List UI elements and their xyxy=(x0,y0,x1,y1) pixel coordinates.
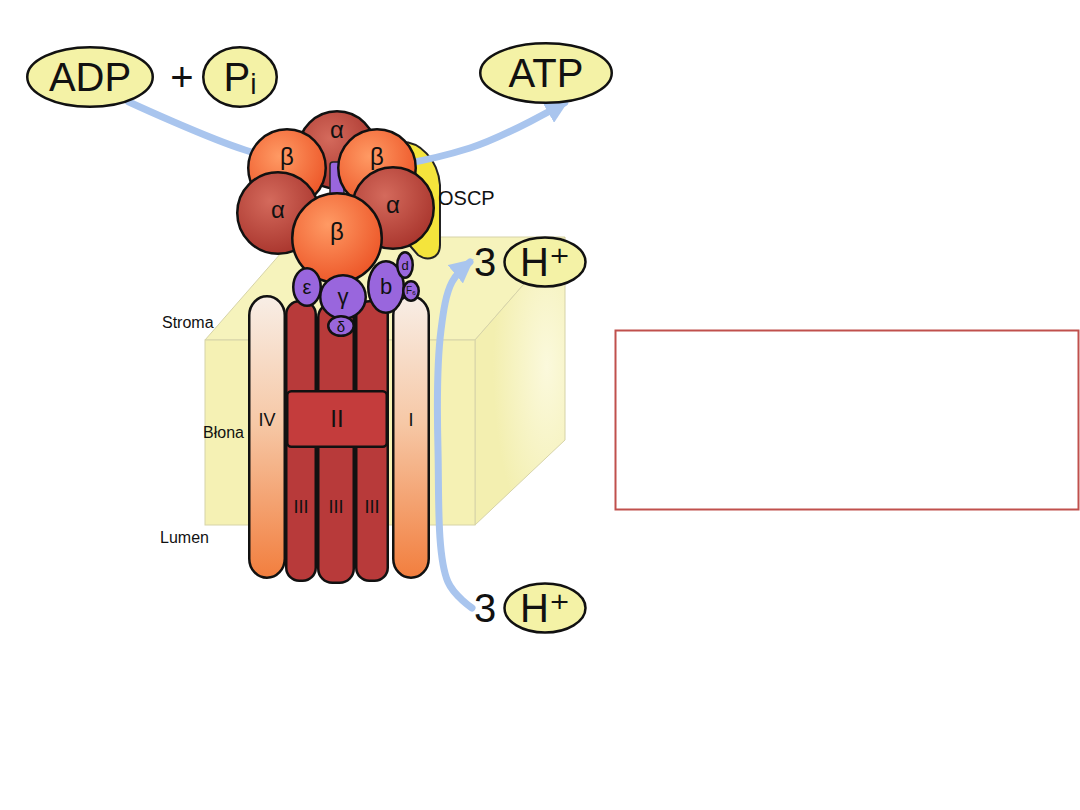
region-label: Lumen xyxy=(160,530,209,546)
region-label: Błona xyxy=(203,425,244,441)
membrane-band: IV xyxy=(248,295,286,579)
epsilon-subunit: ε xyxy=(292,267,322,307)
subunit-name: F₆ xyxy=(406,286,416,296)
region-label-box: Stroma xyxy=(162,314,214,332)
subunit-name: δ xyxy=(337,319,345,334)
subunit-name: α xyxy=(271,198,285,222)
c-ring-column-shape xyxy=(286,301,316,581)
flow-arrow xyxy=(437,262,472,608)
region-label-box: Lumen xyxy=(160,529,209,547)
membrane-block-shape xyxy=(287,391,387,447)
plus-sign-box: + xyxy=(170,57,193,97)
membrane-band-outline xyxy=(392,295,430,579)
f6-subunit: F₆ xyxy=(402,280,420,302)
subunit-name: α xyxy=(386,193,400,217)
membrane-band-outline xyxy=(248,295,286,579)
region-label-box: Błona xyxy=(203,424,244,442)
subunit-name: ADP xyxy=(49,57,131,97)
proton-ellipse: 3H⁺ xyxy=(474,582,587,634)
epsilon-subunit-shape xyxy=(293,268,321,306)
c-ring-column-shape xyxy=(356,301,388,581)
subunit-label: OSCP xyxy=(438,188,495,208)
c-ring-column-shape xyxy=(318,303,354,583)
count-number: 3 xyxy=(474,242,496,282)
subunit-name: III xyxy=(328,498,343,516)
molecule-ellipse: ATP xyxy=(479,42,613,104)
molecule-ellipse-shape xyxy=(480,43,612,103)
delta-subunit-shape xyxy=(328,316,354,336)
subunit-name: d xyxy=(401,259,408,272)
membrane-band-shape xyxy=(249,296,285,578)
delta-subunit: δ xyxy=(327,315,355,337)
subunit-name: III xyxy=(293,498,308,516)
subunit-name: H⁺ xyxy=(503,588,587,628)
subunit-name: H⁺ xyxy=(503,242,587,282)
molecule-ellipse-shape xyxy=(27,47,153,107)
molecule-ellipse: Pᵢ xyxy=(202,46,278,108)
membrane-band-shape xyxy=(393,296,429,578)
subunit-name: I xyxy=(408,411,413,429)
membrane-block: II xyxy=(286,390,388,448)
subunit-name: Pᵢ xyxy=(224,57,257,97)
molecule-ellipse: ADP xyxy=(26,46,154,108)
d-subunit-shape xyxy=(397,252,413,278)
subunit-name: ATP xyxy=(509,53,584,93)
membrane-band: I xyxy=(392,295,430,579)
subunit-name: b xyxy=(380,276,392,298)
molecule-ellipse-shape xyxy=(203,47,277,107)
gamma-subunit-shape xyxy=(320,275,366,319)
subunit-name: γ xyxy=(338,286,349,308)
subunit-name: IV xyxy=(258,411,275,429)
f6-subunit-shape xyxy=(403,281,419,301)
subunit-name: β xyxy=(370,145,384,169)
proton-ellipse: 3H⁺ xyxy=(474,236,587,288)
subunit-label-box: OSCP xyxy=(438,188,495,209)
subunit-name: III xyxy=(364,498,379,516)
empty-frame xyxy=(616,331,1079,510)
plus-sign: + xyxy=(170,57,193,97)
subunit-name: β xyxy=(280,145,294,169)
count-number: 3 xyxy=(474,588,496,628)
region-label: Stroma xyxy=(162,315,214,331)
subunit-name: II xyxy=(330,407,343,431)
subunit-name: α xyxy=(330,118,344,142)
d-subunit: d xyxy=(396,251,414,279)
gamma-subunit: γ xyxy=(319,274,367,320)
subunit-name: ε xyxy=(303,277,312,297)
subunit-name: β xyxy=(330,220,344,244)
